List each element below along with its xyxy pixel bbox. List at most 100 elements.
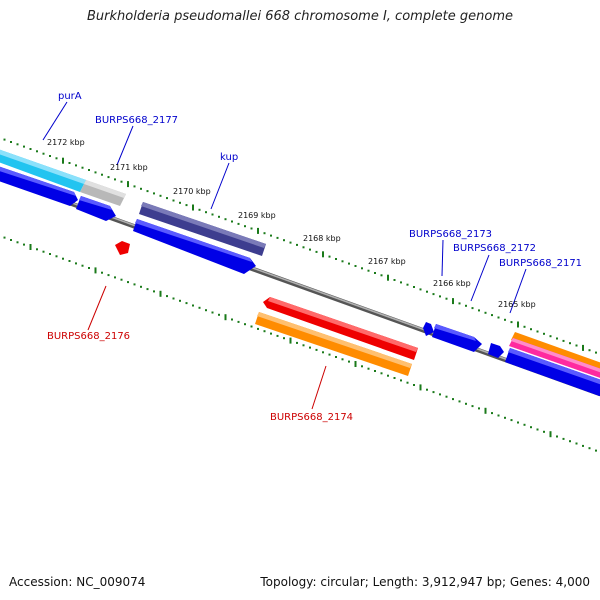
scale-tick [432, 391, 435, 394]
gene-purA[interactable] [0, 148, 86, 192]
scale-tick [94, 267, 97, 274]
scale-tick [81, 166, 84, 169]
gene-kup[interactable] [139, 202, 266, 256]
scale-label: 2170 kbp [173, 187, 211, 196]
scale-tick [3, 236, 6, 239]
scale-tick [296, 243, 298, 246]
scale-tick [179, 201, 181, 204]
scale-tick [445, 395, 448, 398]
scale-tick [257, 327, 259, 330]
gene-grey[interactable] [80, 180, 126, 206]
gene-BURPS668_2171[interactable] [488, 343, 504, 358]
scale-tick [400, 281, 402, 284]
gene-magenta-right[interactable] [509, 338, 600, 380]
scale-tick [400, 379, 402, 382]
gene-BURPS668_2176[interactable] [115, 241, 130, 255]
scale-label: 2167 kbp [368, 257, 406, 266]
genome-summary-text: Topology: circular; Length: 3,912,947 bp… [260, 575, 590, 589]
scale-tick [133, 185, 136, 188]
scale-tick [413, 384, 415, 386]
scale-tick [380, 372, 383, 375]
scale-tick [140, 187, 142, 190]
scale-tick [114, 276, 116, 279]
scale-tick [172, 199, 175, 202]
scale-tick [237, 222, 240, 225]
scale-tick [406, 381, 409, 384]
scale-tick [393, 279, 396, 281]
scale-tick [231, 220, 233, 223]
scale-tick [179, 299, 181, 302]
scale-tick [315, 348, 318, 351]
scale-tick [348, 262, 350, 265]
scale-tick [413, 286, 415, 288]
scale-tick [205, 309, 207, 312]
scale-tick [62, 257, 64, 260]
gene-label-purA[interactable]: purA [58, 91, 82, 102]
inner-scale-ticks [3, 236, 597, 452]
gene-BURPS668_2172[interactable] [432, 324, 482, 352]
scale-tick [458, 400, 461, 403]
scale-tick [595, 449, 597, 452]
scale-tick [426, 388, 428, 391]
scale-tick [224, 218, 227, 221]
scale-label: 2165 kbp [498, 300, 536, 309]
scale-tick [172, 297, 175, 300]
gene-label-BURPS668_2176[interactable]: BURPS668_2176 [47, 331, 130, 342]
scale-tick [185, 302, 188, 305]
scale-tick [549, 431, 552, 438]
scale-tick [497, 316, 500, 319]
gene-label-BURPS668_2177[interactable]: BURPS668_2177 [95, 115, 178, 126]
scale-tick [465, 402, 467, 405]
scale-tick [192, 304, 194, 307]
gene-label-BURPS668_2174[interactable]: BURPS668_2174 [270, 412, 353, 423]
scale-tick [140, 285, 142, 288]
scale-tick [556, 337, 558, 340]
scale-tick [127, 181, 129, 188]
scale-tick [354, 265, 357, 267]
scale-tick [367, 367, 370, 370]
scale-tick [432, 293, 435, 296]
scale-tick [218, 215, 220, 218]
scale-tick [361, 267, 363, 270]
scale-tick [419, 384, 422, 391]
scale-tick [452, 298, 454, 305]
scale-tick [478, 407, 480, 410]
gene-BURPS668_2174[interactable] [255, 312, 412, 376]
scale-tick [309, 346, 311, 349]
scale-tick [582, 344, 584, 351]
gene-label-kup[interactable]: kup [220, 152, 238, 163]
scale-label: 2169 kbp [238, 211, 276, 220]
scale-tick [575, 344, 578, 347]
scale-tick [575, 442, 578, 445]
scale-tick [263, 330, 266, 333]
scale-tick [296, 341, 298, 344]
scale-tick [491, 412, 493, 415]
scale-label: 2168 kbp [303, 234, 341, 243]
gene-label-BURPS668_2173[interactable]: BURPS668_2173 [409, 229, 492, 240]
scale-tick [465, 304, 467, 307]
scale-tick [146, 190, 149, 193]
scale-tick [439, 295, 441, 298]
forward-gene-labels: purA BURPS668_2177 kup BURPS668_2173 BUR… [58, 91, 582, 269]
scale-tick [341, 358, 344, 361]
forward-genes [0, 148, 600, 398]
scale-tick [42, 250, 45, 253]
scale-tick [81, 264, 84, 267]
gene-label-BURPS668_2171[interactable]: BURPS668_2171 [499, 258, 582, 269]
scale-tick [588, 349, 591, 352]
scale-tick [153, 192, 155, 195]
scale-tick [543, 430, 545, 433]
gene-blue-long[interactable] [133, 219, 256, 274]
scale-tick [426, 290, 428, 293]
scale-tick [374, 370, 376, 372]
gene-BURPS668_2173[interactable] [423, 322, 434, 336]
gene-label-BURPS668_2172[interactable]: BURPS668_2172 [453, 243, 536, 254]
scale-tick [205, 211, 207, 214]
gene-blue-right[interactable] [505, 348, 600, 398]
scale-tick [556, 435, 558, 438]
gene-BURPS668_2177[interactable] [0, 165, 116, 221]
gene-red-long[interactable] [263, 297, 418, 360]
scale-tick [484, 311, 487, 314]
scale-tick [49, 253, 51, 255]
scale-tick [237, 320, 240, 323]
